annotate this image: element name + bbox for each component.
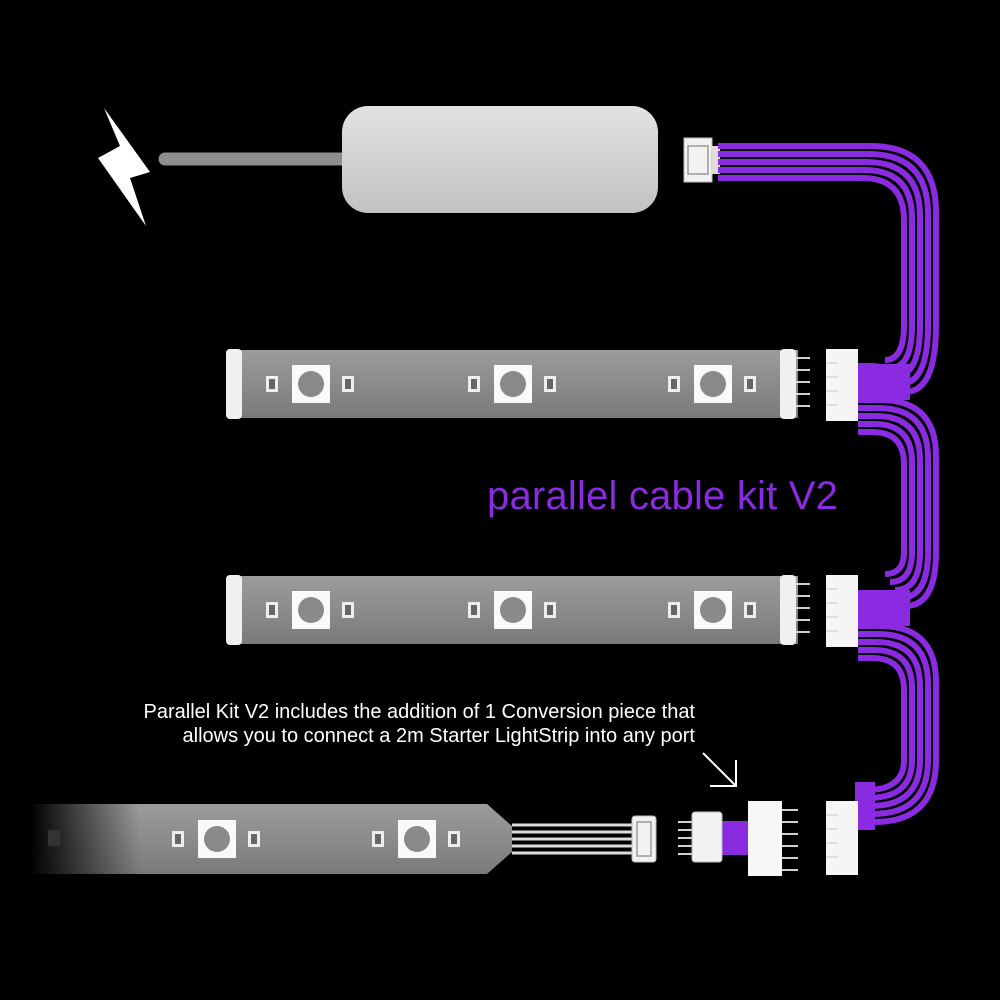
cable-junction-2: [855, 590, 910, 626]
cable-junction-1: [855, 364, 910, 400]
cable-port-3-connector: [826, 801, 858, 875]
strip-pins: [796, 583, 810, 633]
strip-port-connector: [826, 349, 858, 421]
strip-port-connector: [826, 575, 858, 647]
power-box-connector: [683, 137, 720, 183]
power-box: [342, 106, 658, 213]
diagram-title: parallel cable kit V2: [487, 474, 839, 518]
lightning-bolt-icon: [98, 108, 150, 226]
led-chip: [468, 591, 556, 629]
light-strip-2: [226, 575, 858, 647]
cable-end-3: [855, 782, 875, 830]
strip-end-cap-right: [780, 349, 796, 419]
strip-end-cap-left: [226, 575, 242, 645]
strip-end-cap-left: [226, 349, 242, 419]
led-chip: [266, 591, 354, 629]
led-chip: [668, 591, 756, 629]
note-line-1: Parallel Kit V2 includes the addition of…: [143, 701, 695, 723]
led-chip: [372, 820, 460, 858]
starter-light-strip: [30, 804, 657, 874]
strip-pins: [796, 357, 810, 407]
starter-strip-ribbon-cable: [512, 823, 632, 855]
note-line-2: allows you to connect a 2m Starter Light…: [182, 725, 696, 747]
cable-trunk-3: [858, 623, 939, 825]
led-chip: [172, 820, 260, 858]
cable-trunk-2: [858, 397, 939, 609]
light-strip-1: [226, 349, 858, 421]
led-chip: [668, 365, 756, 403]
conversion-piece: [678, 801, 798, 876]
arrow-down-right-icon: [702, 752, 737, 787]
diagram-note: Parallel Kit V2 includes the addition of…: [15, 700, 695, 748]
led-chip: [468, 365, 556, 403]
strip-end-cap-right: [780, 575, 796, 645]
led-chip: [266, 365, 354, 403]
starter-strip-plug: [631, 815, 657, 863]
